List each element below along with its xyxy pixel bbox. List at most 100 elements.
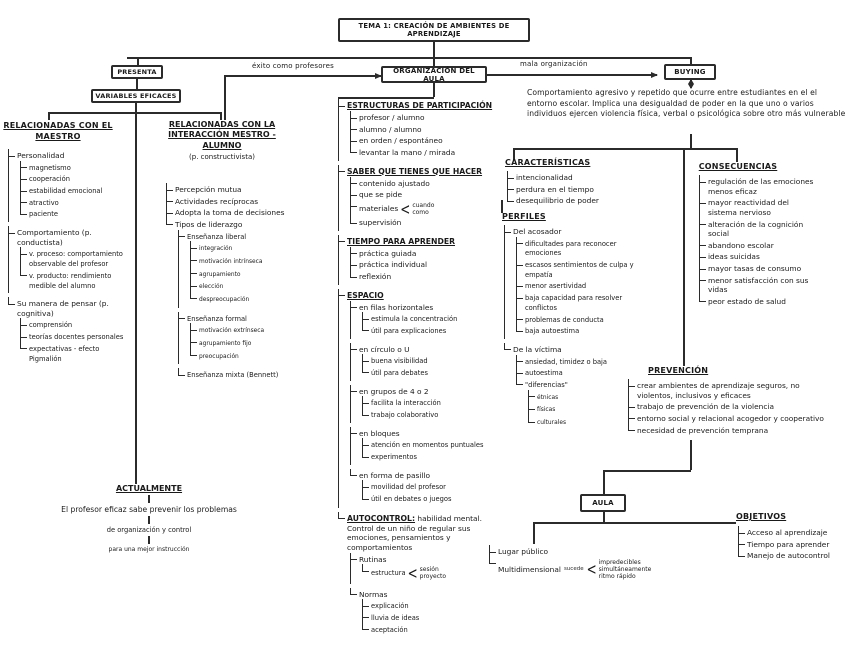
tree-label: elección (199, 284, 224, 291)
tree-node: alteración de la cognición social (699, 217, 819, 242)
actualmente-line2: de organización y control (106, 526, 192, 534)
tree-node: Percepción mutua (166, 183, 296, 197)
tree-label: peor estado de salud (708, 296, 786, 306)
connector (135, 103, 137, 112)
tree-node: dificultades para reconocer emociones (516, 236, 634, 261)
tree-node: abandono escolar (699, 238, 819, 252)
tree-label: Actividades recíprocas (175, 196, 259, 206)
tree-label: intencionalidad (516, 173, 573, 182)
tree-node: expectativas - efecto Pigmalión (20, 341, 130, 364)
tree-node: agrupamiento (190, 266, 296, 281)
tree-node: ideas suicidas (699, 250, 819, 264)
edge-label-mala-organizacion: mala organización (520, 60, 588, 68)
fork-item: cuando (412, 201, 435, 209)
tree-label: cooperación (29, 175, 70, 184)
tree-node: entorno social y relacional acogedor y c… (628, 411, 828, 426)
tree-row: motivación extrínseca (199, 325, 264, 334)
tree-row: útil para explicaciones (371, 326, 446, 335)
tree-node: Actividades recíprocas (166, 194, 296, 208)
connector (736, 148, 738, 162)
tree-label: Comportamiento (p. conductista) (17, 228, 92, 247)
connector (220, 112, 222, 120)
presenta-box: PRESENTA (111, 65, 163, 79)
tree-row: contenido ajustado (359, 179, 430, 188)
fork-item: simultáneamente (598, 565, 652, 573)
tree-row: Adopta la toma de decisiones (175, 208, 285, 217)
tree-row: práctica guiada (359, 249, 416, 258)
tree-row: autoestima (525, 368, 563, 377)
tree-row: De la víctima (513, 345, 562, 354)
tree-node: necesidad de prevención temprana (628, 423, 828, 437)
tree-label: menor satisfacción con sus vidas (708, 275, 809, 295)
tree-node: baja autoestima (516, 324, 634, 337)
tree-row: baja capacidad para resolver conflictos (525, 293, 622, 312)
tree-node: supervisión (350, 216, 506, 229)
tree-node: que se pide (350, 188, 506, 202)
tree-label: físicas (537, 407, 556, 414)
tree: regulación de las emociones menos eficaz… (699, 174, 819, 308)
tree: práctica guiada práctica individual reflex… (350, 246, 506, 283)
connector (513, 148, 736, 150)
tree-row: menor satisfacción con sus vidas (708, 276, 808, 295)
tree-organizacion-aula: ESTRUCTURAS DE PARTICIPACIÓN profesor / a… (338, 99, 506, 637)
tree-row: dificultades para reconocer emociones (525, 239, 616, 258)
tree-node: útil para debates (362, 366, 506, 379)
tree-node: v. proceso: comportamiento observable de… (20, 247, 130, 272)
tree-row: en filas horizontales (359, 303, 433, 312)
tree-label: profesor / alumno (359, 113, 425, 122)
arrowhead-down-icon (687, 84, 694, 89)
tree-row: integración (199, 243, 232, 252)
tree-label: Lugar público (498, 547, 549, 556)
tree: v. proceso: comportamiento observable de… (20, 247, 130, 291)
tree-node: teorías docentes personales (20, 330, 130, 344)
tree-row: regulación de las emociones menos eficaz (708, 177, 813, 196)
tree-node: magnetismo (20, 160, 130, 175)
tree-row: Tipos de liderazgo (175, 220, 242, 229)
tree-label: que se pide (359, 190, 403, 200)
tree-note: sucede (563, 565, 584, 572)
tree-label: problemas de conducta (525, 315, 604, 324)
tree-label: útil en debates o juegos (371, 495, 452, 504)
tree-label: facilita la interacción (371, 399, 441, 408)
tree-row: reflexión (359, 272, 391, 281)
tree-row: magnetismo (29, 163, 71, 172)
tree: estimula la concentración útil para expli… (362, 312, 506, 336)
connector (690, 57, 692, 64)
tree-node: menor satisfacción con sus vidas (699, 273, 819, 298)
tree-row: Enseñanza mixta (Bennett) (187, 370, 278, 379)
tree-label: Tipos de liderazgo (175, 219, 243, 229)
tree-label: Rutinas (359, 554, 387, 564)
tree-row: atención en momentos puntuales (371, 440, 483, 449)
tree-node: culturales (528, 415, 634, 429)
tree-node: crear ambientes de aprendizaje seguros, … (628, 378, 828, 403)
tree-row: estimula la concentración (371, 314, 457, 323)
tree-node: integración (190, 241, 296, 256)
tree-heading: ESTRUCTURAS DE PARTICIPACIÓN (347, 101, 493, 110)
connector-trunk-left (135, 112, 137, 484)
tree-label: práctica individual (359, 260, 428, 270)
tree-node: reflexión (350, 270, 506, 283)
tree-label: explicación (371, 602, 409, 611)
edge-label-exito: éxito como profesores (252, 62, 335, 70)
tree-row: Enseñanza liberal (187, 232, 246, 241)
connector (433, 83, 435, 97)
tree-row: elección (199, 281, 223, 290)
heading-perfiles: PERFILES (502, 212, 546, 221)
tree-node: paciente (20, 207, 130, 220)
fork-item: sesión (419, 566, 439, 574)
tree-row: ESTRUCTURAS DE PARTICIPACIÓN (347, 101, 492, 110)
tree-row: práctica individual (359, 260, 427, 269)
tree-label: trabajo colaborativo (371, 411, 439, 420)
connector (690, 440, 692, 470)
tree-consecuencias: regulación de las emociones menos eficaz… (699, 174, 819, 308)
tree-label: Enseñanza mixta (Bennett) (187, 371, 279, 380)
tree-node: mayor reactividad del sistema nervioso (699, 196, 819, 220)
tree-label: Normas (359, 589, 388, 599)
